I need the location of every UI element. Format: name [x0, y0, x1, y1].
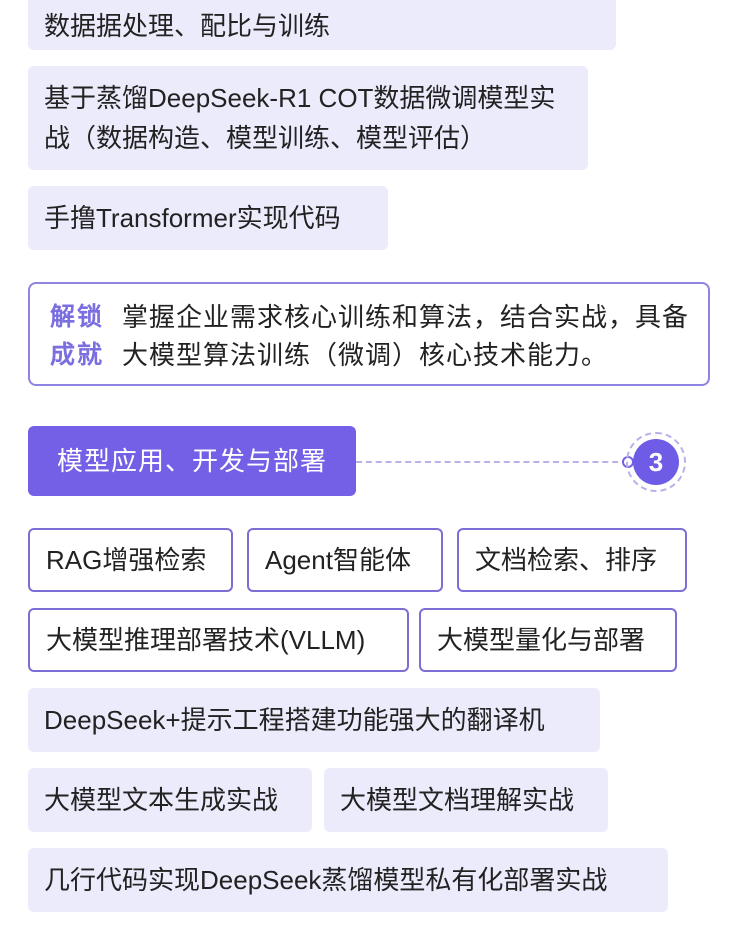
- topic-tag-label: 大模型文档理解实战: [340, 785, 575, 815]
- section-title: 模型应用、开发与部署: [28, 426, 356, 496]
- topic-tag-translator: DeepSeek+提示工程搭建功能强大的翻译机: [28, 688, 600, 752]
- topic-tag-label: 手撸Transformer实现代码: [44, 203, 341, 233]
- topic-tag-label: Agent智能体: [265, 545, 411, 575]
- topic-tag-private-deployment: 几行代码实现DeepSeek蒸馏模型私有化部署实战: [28, 848, 668, 912]
- topic-tag-data-processing: 数据据处理、配比与训练: [28, 0, 616, 50]
- section-divider-line: [356, 461, 628, 463]
- topic-tag-distill-finetune: 基于蒸馏DeepSeek-R1 COT数据微调模型实战（数据构造、模型训练、模型…: [28, 66, 588, 170]
- topic-tag-agent: Agent智能体: [247, 528, 443, 592]
- topic-tag-label: 大模型推理部署技术(VLLM): [46, 625, 366, 655]
- unlock-achievement-label: 解锁成就: [50, 303, 105, 369]
- topic-tag-quantization: 大模型量化与部署: [419, 608, 677, 672]
- topic-tag-rag: RAG增强检索: [28, 528, 233, 592]
- topic-tag-label: 大模型量化与部署: [437, 625, 646, 655]
- topic-tag-label: 大模型文本生成实战: [44, 785, 279, 815]
- topic-tag-vllm: 大模型推理部署技术(VLLM): [28, 608, 409, 672]
- topic-tag-label: 几行代码实现DeepSeek蒸馏模型私有化部署实战: [44, 865, 608, 895]
- topic-tag-label: 文档检索、排序: [475, 545, 658, 575]
- section-number-badge: 3: [633, 439, 679, 485]
- topic-tag-label: RAG增强检索: [46, 545, 207, 575]
- topic-tag-doc-retrieval: 文档检索、排序: [457, 528, 687, 592]
- topic-tag-doc-understanding: 大模型文档理解实战: [324, 768, 608, 832]
- section-number-ring: [626, 432, 686, 492]
- topic-tag-label: DeepSeek+提示工程搭建功能强大的翻译机: [44, 705, 545, 735]
- unlock-achievement-text: 掌握企业需求核心训练和算法，结合实战，具备大模型算法训练（微调）核心技术能力。: [122, 302, 690, 370]
- topic-tag-text-generation: 大模型文本生成实战: [28, 768, 312, 832]
- topic-tag-label: 基于蒸馏DeepSeek-R1 COT数据微调模型实战（数据构造、模型训练、模型…: [44, 83, 556, 153]
- unlock-achievement-box: 解锁成就 掌握企业需求核心训练和算法，结合实战，具备大模型算法训练（微调）核心技…: [28, 282, 710, 386]
- topic-tag-transformer: 手撸Transformer实现代码: [28, 186, 388, 250]
- topic-tag-label: 数据据处理、配比与训练: [44, 11, 331, 41]
